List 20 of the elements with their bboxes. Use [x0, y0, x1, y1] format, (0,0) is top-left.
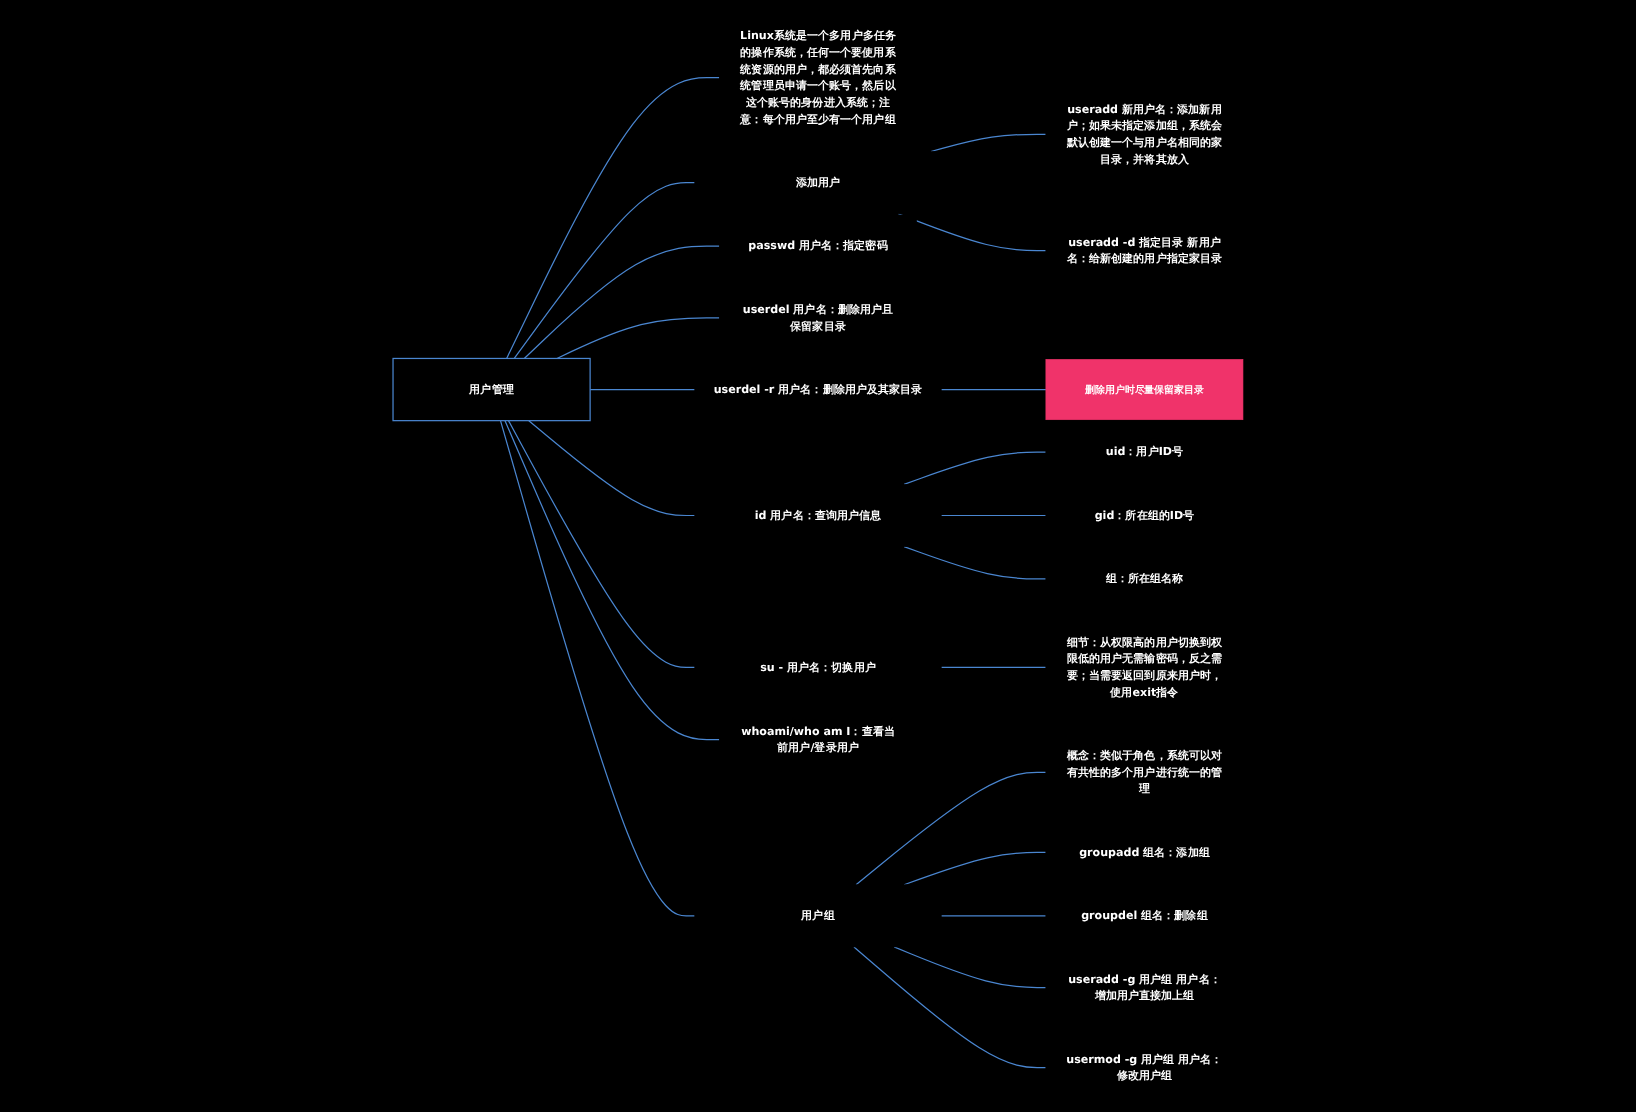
connector — [903, 546, 1047, 580]
connector — [499, 420, 696, 917]
connector — [940, 915, 1047, 917]
connector — [506, 77, 721, 360]
connector — [507, 420, 696, 668]
connector — [903, 851, 1047, 886]
connector — [589, 388, 696, 391]
connector — [523, 245, 721, 360]
connector — [504, 420, 721, 741]
connector — [903, 451, 1047, 485]
connector — [893, 946, 1047, 989]
connector — [940, 388, 1047, 391]
connector — [556, 317, 721, 360]
connector — [855, 771, 1047, 886]
connector — [513, 182, 696, 360]
connector — [940, 666, 1047, 668]
connector — [940, 514, 1047, 517]
connector — [528, 420, 696, 517]
connector — [930, 133, 1047, 153]
connector — [853, 946, 1047, 1069]
